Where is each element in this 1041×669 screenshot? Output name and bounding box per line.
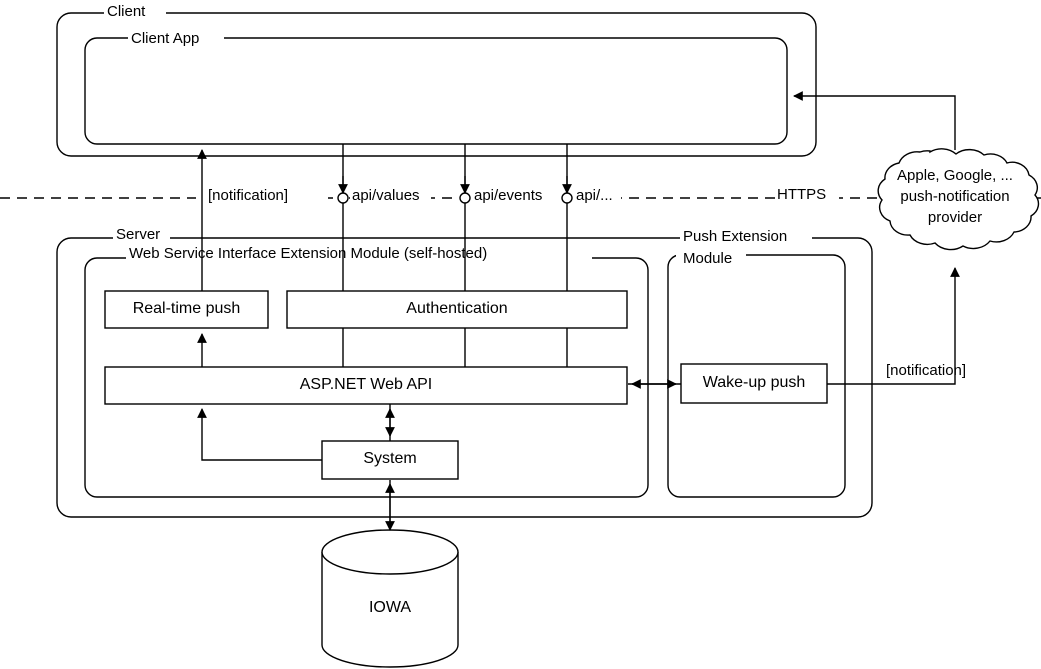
client-container-shape xyxy=(56,12,817,157)
system-label[interactable]: System xyxy=(363,450,417,467)
cloud-label-line1: Apple, Google, ... xyxy=(897,167,1013,184)
system-shape xyxy=(321,440,459,480)
push-extension-module-label-line1: Push Extension xyxy=(683,228,788,245)
wakeup-to-cloud-arrow xyxy=(827,267,960,385)
wakeup-push-label[interactable]: Wake-up push xyxy=(702,374,806,391)
cloud-label-line3: provider xyxy=(927,209,983,226)
realtime-push-label[interactable]: Real-time push xyxy=(132,300,241,317)
notification-push-edge-label: [notification] xyxy=(886,362,967,379)
api-other-edge-label: api/... xyxy=(576,187,613,204)
api-events-edge-label: api/events xyxy=(474,187,543,204)
database-label[interactable]: IOWA xyxy=(368,599,412,616)
push-extension-module-shape xyxy=(667,254,846,498)
https-label: HTTPS xyxy=(777,186,827,203)
cloud-to-client-app-arrow xyxy=(793,91,956,150)
aspnet-web-api-shape xyxy=(104,366,628,405)
database-cylinder-shape xyxy=(321,529,459,668)
client-container-label: Client xyxy=(107,3,146,20)
push-provider-cloud-shape xyxy=(877,148,1040,251)
push-provider-cloud-label: Apple, Google, ... push-notification pro… xyxy=(878,165,1032,228)
aspnet-web-api-label[interactable]: ASP.NET Web API xyxy=(299,376,433,393)
server-container-label: Server xyxy=(116,226,161,243)
notification-client-edge-label: [notification] xyxy=(208,187,289,204)
authentication-shape xyxy=(286,290,628,329)
wakeup-push-shape xyxy=(680,363,828,404)
client-app-container-shape xyxy=(84,37,788,145)
api-values-edge-label: api/values xyxy=(352,187,420,204)
realtime-push-shape xyxy=(104,290,269,329)
cloud-label-line2: push-notification xyxy=(900,188,1010,205)
client-app-container-label: Client App xyxy=(131,30,200,47)
push-extension-module-label-line2: Module xyxy=(683,250,733,267)
authentication-label[interactable]: Authentication xyxy=(406,300,508,317)
system-to-realtime-push-elbow xyxy=(197,408,322,461)
web-service-module-label: Web Service Interface Extension Module (… xyxy=(129,245,488,262)
